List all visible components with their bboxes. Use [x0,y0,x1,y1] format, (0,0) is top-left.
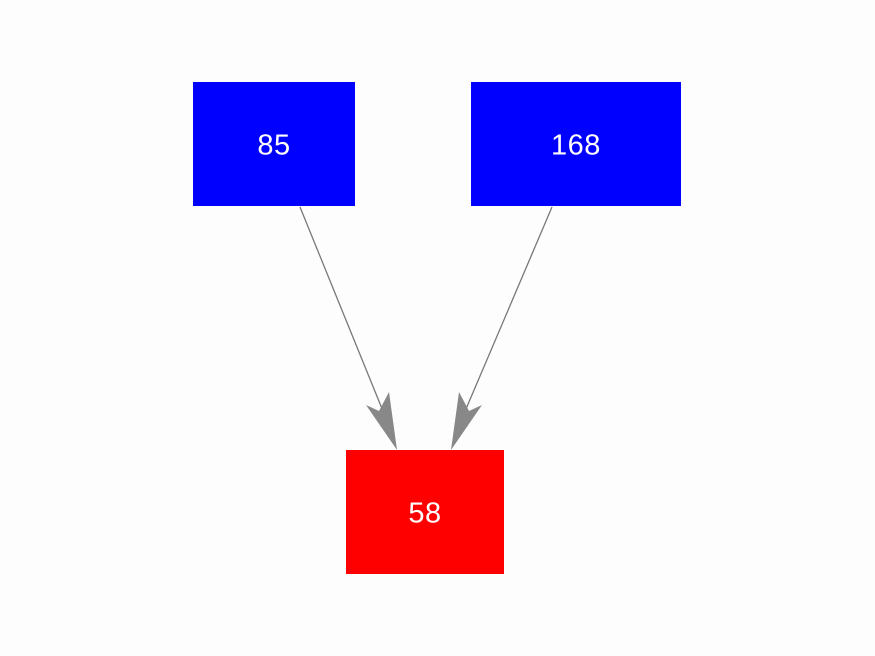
edge-line [462,206,553,417]
arrowhead-icon [451,392,482,450]
node-58[interactable]: 58 [346,450,504,574]
node-85[interactable]: 85 [193,82,355,206]
node-85-label: 85 [257,130,290,162]
node-168-label: 168 [551,130,601,162]
node-58-rect [346,450,504,574]
edge-85-to-58[interactable] [299,206,397,450]
arrowhead-icon [366,392,397,450]
node-168[interactable]: 168 [471,82,681,206]
node-58-label: 58 [408,498,441,530]
node-168-rect [471,82,681,206]
edge-line [299,206,386,417]
edge-168-to-58[interactable] [451,206,553,450]
node-85-rect [193,82,355,206]
